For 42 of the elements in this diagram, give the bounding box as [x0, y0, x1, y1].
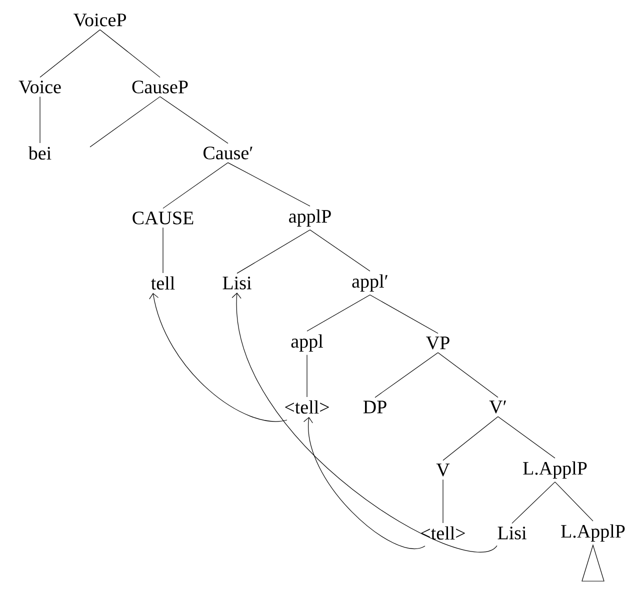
tree-node-label: tell — [151, 276, 175, 290]
tree-node-label: appl′ — [352, 274, 388, 292]
branch-line — [374, 352, 438, 398]
branch-line — [498, 416, 556, 458]
tree-node-label: bei — [28, 146, 52, 160]
branch-line — [512, 482, 556, 524]
branch-line — [306, 354, 308, 398]
branch-line — [40, 29, 100, 78]
branch-line — [554, 482, 594, 522]
tree-node-label: Cause′ — [204, 146, 252, 160]
tree-node-label: CauseP — [132, 80, 188, 94]
movement-arrow — [149, 292, 288, 422]
movement-arrow — [303, 416, 426, 549]
branch-line — [306, 294, 370, 332]
tree-node-label: Lisi — [222, 276, 252, 290]
branch-line — [310, 230, 370, 272]
movement-arrow — [232, 292, 498, 552]
branch-line — [228, 162, 310, 206]
branch-line — [90, 96, 160, 148]
branch-line — [162, 162, 228, 209]
branch-line — [236, 230, 310, 274]
tree-node-label: L.ApplP — [561, 524, 625, 542]
tree-node-label: <tell> — [285, 400, 329, 414]
tree-node-label: applP — [289, 209, 331, 227]
branch-line — [370, 294, 438, 334]
tree-node-label: V — [436, 464, 450, 476]
tree-node-label: appl — [291, 334, 323, 352]
branch-line — [438, 352, 498, 398]
tree-node-label: VP — [426, 336, 450, 350]
tree-node-label: CAUSE — [132, 212, 194, 224]
tree-node-label: <tell> — [421, 526, 465, 540]
branch-line — [162, 227, 164, 274]
tree-node-label: Lisi — [498, 526, 526, 540]
branch-line — [442, 479, 444, 524]
branch-line — [442, 416, 498, 461]
branch-line — [160, 96, 228, 144]
branch-line — [100, 29, 160, 78]
tree-node-label: V′ — [489, 400, 506, 414]
tree-node-label: DP — [363, 400, 386, 414]
tree-node-label: Voice — [18, 80, 61, 94]
tree-node-label: L.ApplP — [523, 461, 587, 479]
tree-node-label: VoiceP — [73, 14, 126, 26]
